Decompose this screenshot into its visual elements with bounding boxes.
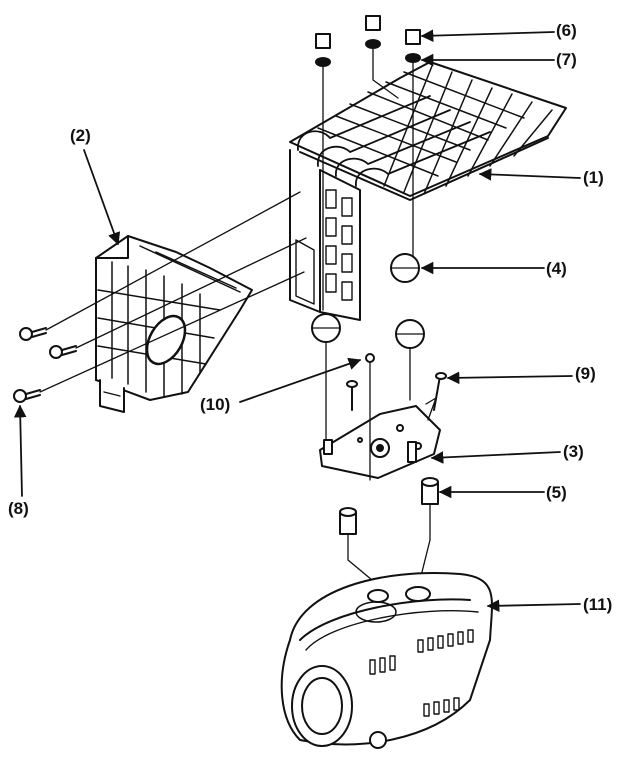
side-guard-part-2 <box>95 235 253 413</box>
callout-label-8: (8) <box>8 499 29 518</box>
callout-label-1: (1) <box>583 168 604 187</box>
callout-label-9: (9) <box>575 364 596 383</box>
callout-label-3: (3) <box>563 442 584 461</box>
nuts-washers-parts-6-7 <box>315 15 421 311</box>
callout-label-7: (7) <box>556 50 577 69</box>
callout-label-4: (4) <box>546 259 567 278</box>
screws-part-8 <box>13 191 307 403</box>
callout-label-10: (10) <box>200 395 231 414</box>
base-plate-part-3 <box>319 353 447 481</box>
callout-label-11: (11) <box>583 595 613 614</box>
housing-part-11 <box>280 572 493 749</box>
callout-label-6: (6) <box>556 21 577 40</box>
upper-bracket-part-1 <box>289 61 567 321</box>
callout-label-2: (2) <box>70 126 91 145</box>
rubber-mounts-part-4 <box>311 253 425 441</box>
callout-label-5: (5) <box>546 483 567 502</box>
leader-arrows <box>13 29 581 613</box>
collars-part-5 <box>339 477 439 581</box>
